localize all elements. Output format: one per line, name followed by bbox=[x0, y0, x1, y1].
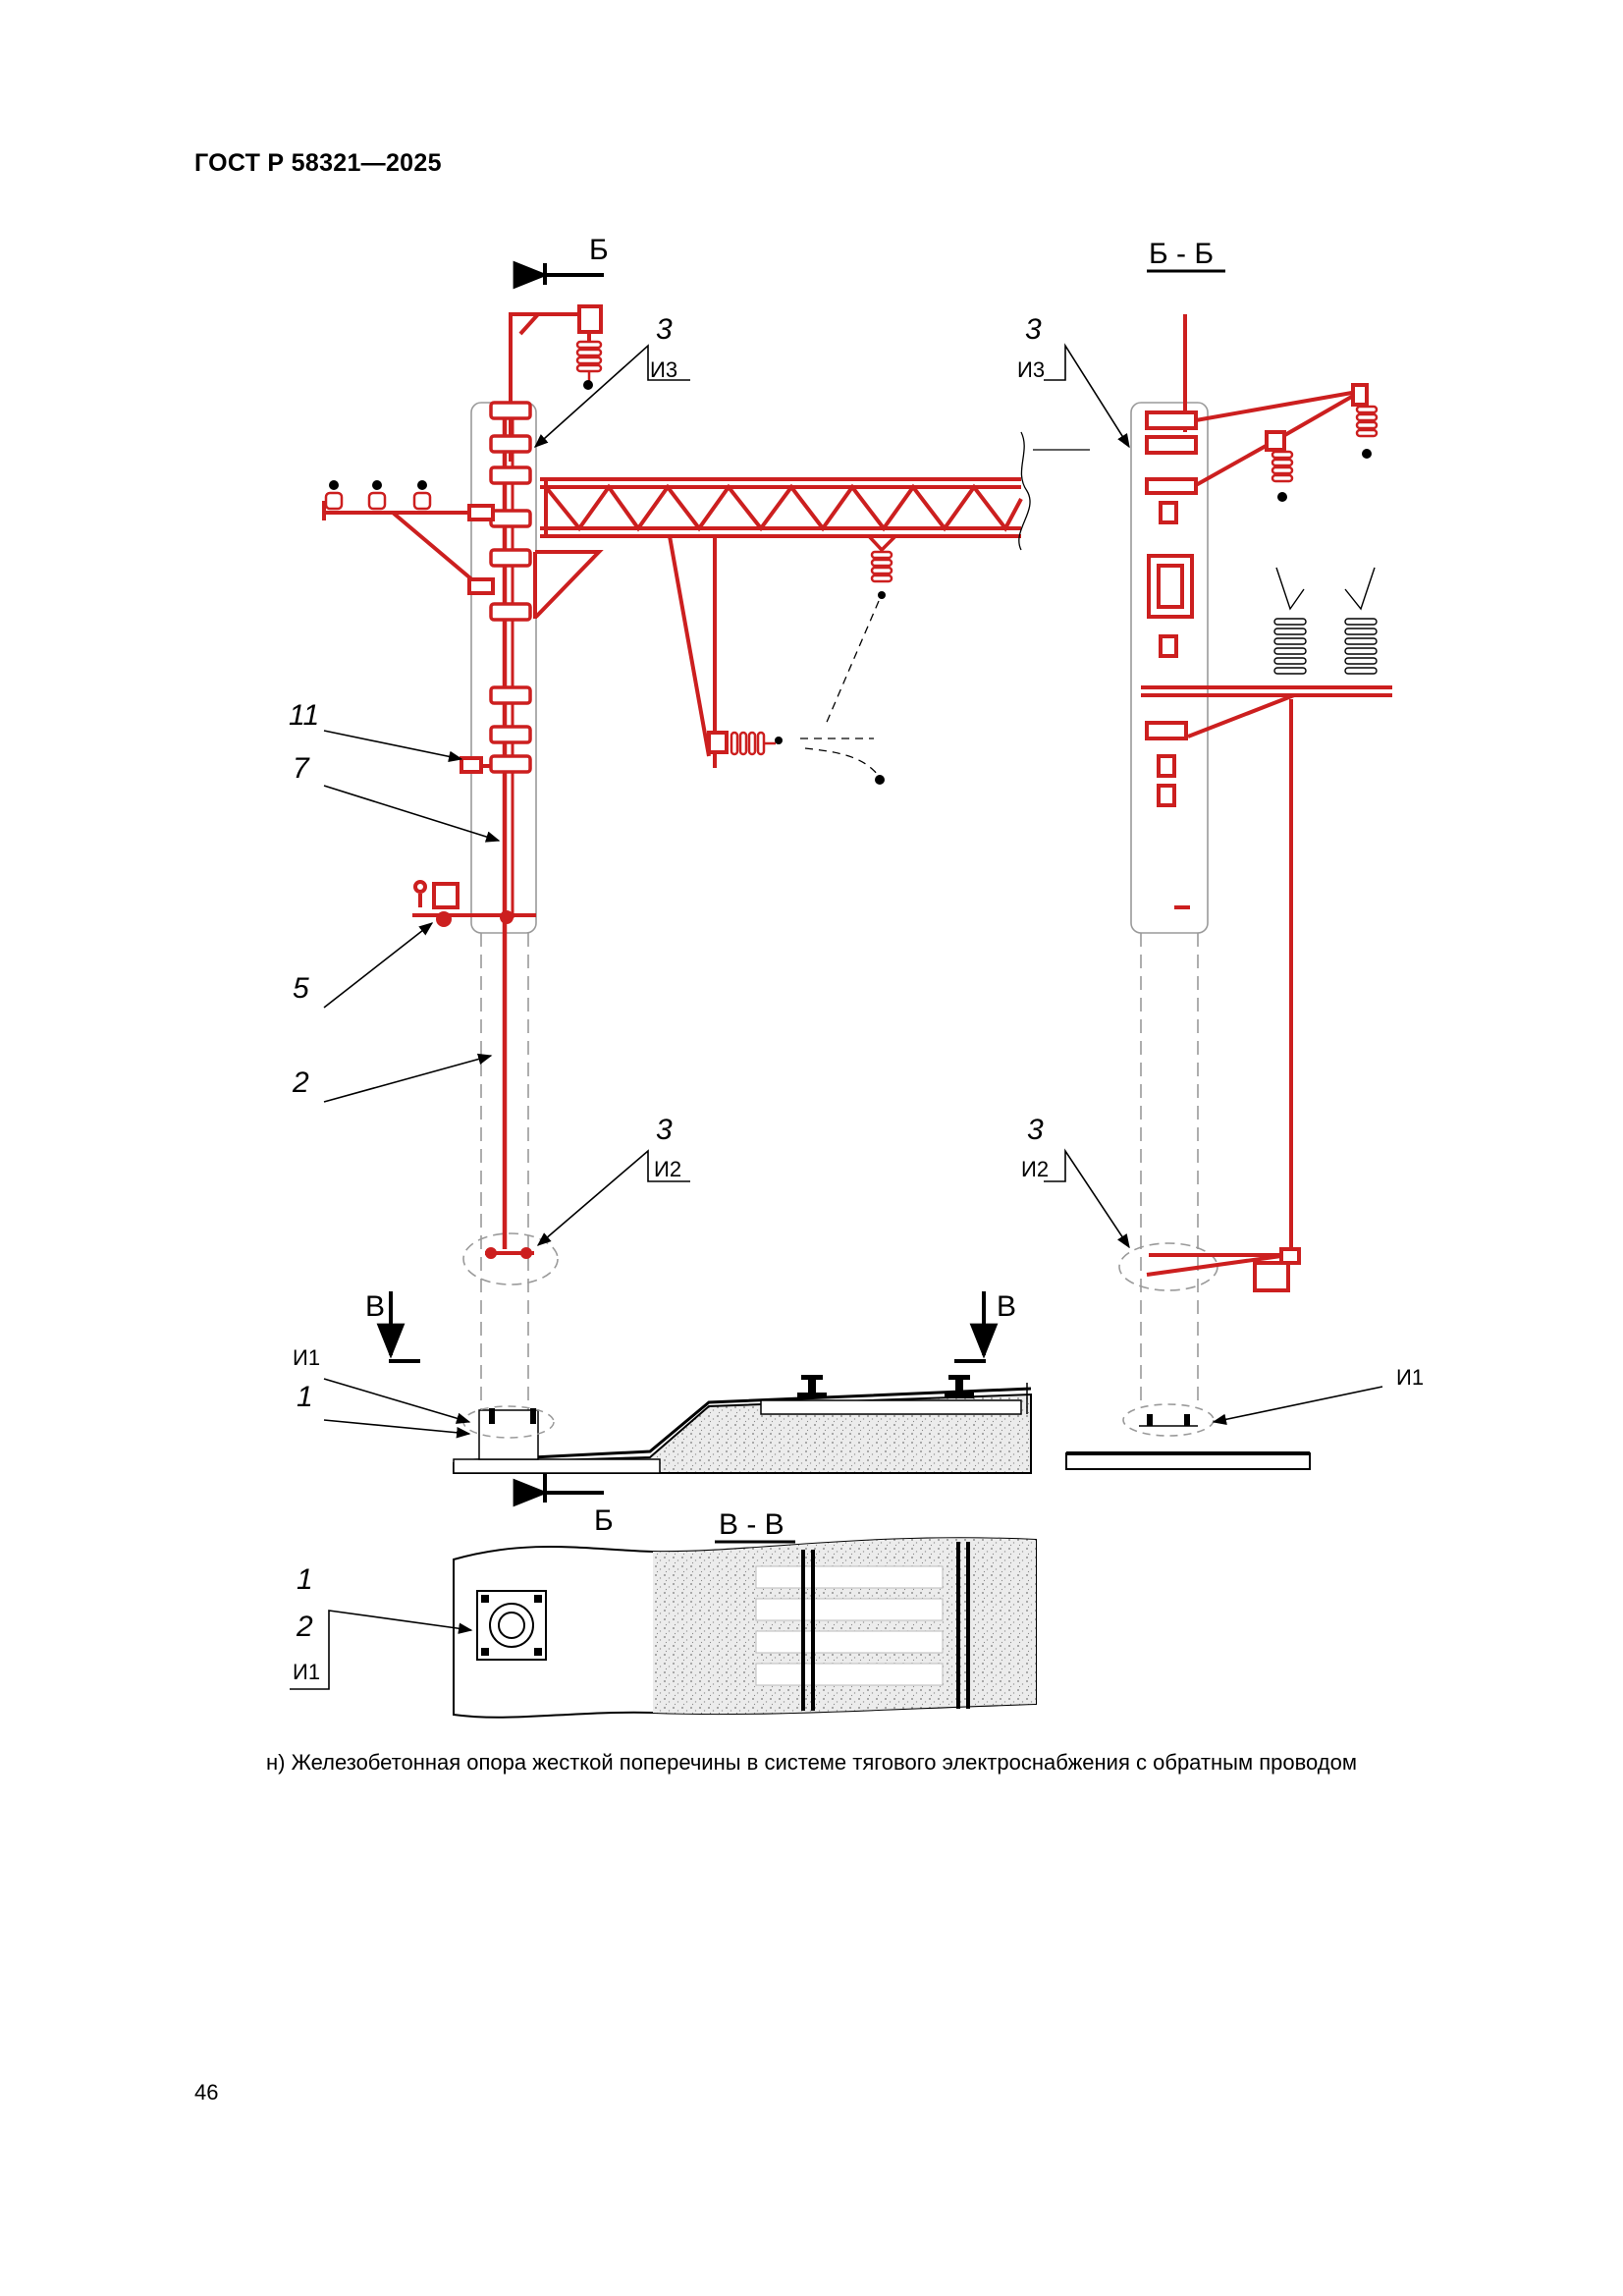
section-marker-b-top bbox=[513, 260, 604, 290]
section-bb-label: Б - Б bbox=[1149, 238, 1214, 270]
callout-i2-right: И2 bbox=[1021, 1157, 1049, 1181]
section-vv-label: В - В bbox=[719, 1508, 784, 1541]
document-header: ГОСТ Р 58321—2025 bbox=[194, 149, 442, 177]
section-v-right-label: В bbox=[997, 1290, 1016, 1323]
callout-1-plan: 1 bbox=[297, 1563, 313, 1596]
section-b-top-label: Б bbox=[589, 234, 609, 266]
ground-profile bbox=[453, 1375, 1032, 1474]
callout-7: 7 bbox=[293, 752, 310, 785]
rigid-crossbeam-truss bbox=[540, 477, 1023, 538]
truss-insulator-icon bbox=[867, 534, 897, 583]
section-v-left-label: В bbox=[365, 1290, 385, 1323]
feeder-bracket bbox=[322, 501, 495, 595]
callout-3-top-left: 3 bbox=[656, 313, 673, 346]
callout-i2-left: И2 bbox=[654, 1157, 681, 1181]
feeder-insulator-icons bbox=[324, 491, 432, 511]
callout-i1-front: И1 bbox=[293, 1345, 320, 1370]
callout-5: 5 bbox=[293, 972, 309, 1005]
callout-2-plan: 2 bbox=[296, 1611, 313, 1643]
foundation-plate-icon bbox=[476, 1590, 547, 1661]
callout-i3-top-left: И3 bbox=[650, 357, 677, 382]
section-b-bottom-label: Б bbox=[594, 1504, 614, 1537]
callout-i3-top-right: И3 bbox=[1017, 357, 1045, 382]
base-bracket bbox=[485, 1247, 534, 1259]
pole-clamps bbox=[489, 401, 532, 774]
plan-view bbox=[453, 1537, 1037, 1719]
page-number: 46 bbox=[194, 2080, 219, 2105]
cantilever bbox=[668, 535, 729, 768]
side-view bbox=[1065, 314, 1392, 1470]
section-marker-v-left bbox=[376, 1291, 420, 1363]
callout-i1-side: И1 bbox=[1396, 1365, 1424, 1390]
top-insulator-icon bbox=[575, 340, 603, 381]
support-bracket bbox=[533, 550, 604, 619]
callout-3-mid-left: 3 bbox=[656, 1114, 673, 1146]
rail-icon bbox=[797, 1375, 974, 1398]
section-marker-b-bottom bbox=[513, 1473, 604, 1507]
callout-i1-plan: И1 bbox=[293, 1660, 320, 1684]
item-5-device bbox=[412, 880, 536, 927]
callout-3-mid-right: 3 bbox=[1027, 1114, 1044, 1146]
front-view bbox=[322, 304, 1090, 1414]
section-marker-v-right bbox=[954, 1291, 999, 1363]
callout-1-front: 1 bbox=[297, 1381, 313, 1413]
callout-11: 11 bbox=[289, 699, 319, 732]
callout-2: 2 bbox=[292, 1066, 309, 1099]
figure-caption: н) Железобетонная опора жесткой поперечи… bbox=[266, 1750, 1357, 1775]
callout-3-top-right: 3 bbox=[1025, 313, 1042, 346]
item-11-fitting bbox=[460, 756, 491, 774]
cantilever-insulator-icon bbox=[730, 731, 776, 756]
